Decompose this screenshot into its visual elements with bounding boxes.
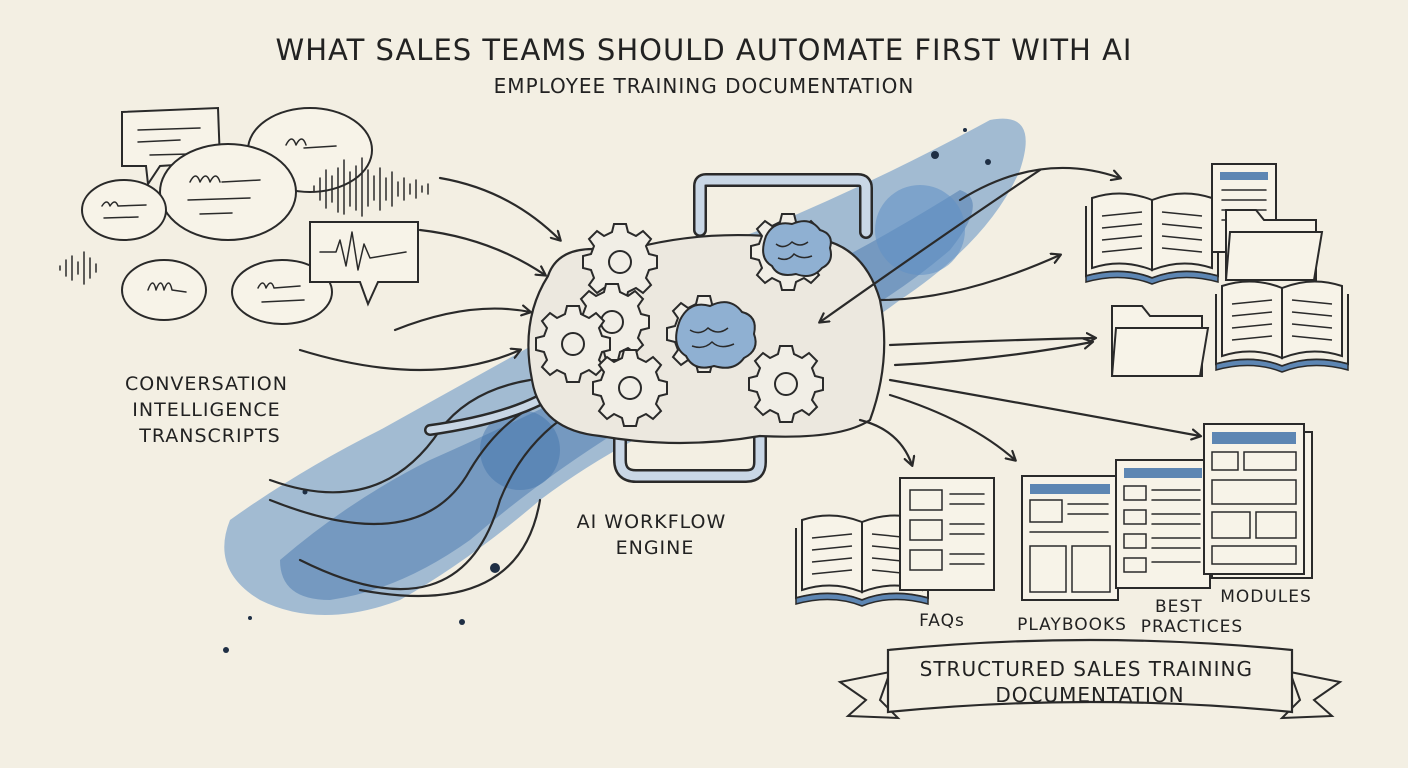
brain-icon <box>762 220 832 277</box>
output-label-faqs: FAQs <box>919 611 965 631</box>
folder-icon <box>1111 305 1209 377</box>
output-label-best-practices: BEST PRACTICES <box>1141 597 1243 637</box>
gear-icon <box>535 305 611 383</box>
input-label: CONVERSATION INTELLIGENCE TRANSCRIPTS <box>125 373 295 447</box>
output-icons-top <box>1085 163 1349 377</box>
document-icon <box>1203 423 1313 579</box>
open-book-icon <box>1085 192 1219 285</box>
ai-workflow-engine <box>424 173 886 483</box>
banner-text: STRUCTURED SALES TRAINING DOCUMENTATION <box>920 657 1261 707</box>
speech-bubble-icon <box>309 221 419 307</box>
speech-bubble-icon <box>81 179 167 241</box>
pipe-icon <box>424 173 873 483</box>
speech-bubble-icon <box>159 143 297 241</box>
engine-label: AI WORKFLOW ENGINE <box>577 511 734 559</box>
page-title: WHAT SALES TEAMS SHOULD AUTOMATE FIRST W… <box>276 33 1133 67</box>
document-icon <box>1021 475 1119 601</box>
conversation-inputs <box>59 106 429 325</box>
gear-icon <box>748 345 824 423</box>
ribbon-banner-icon <box>837 638 1343 720</box>
speech-bubble-icon <box>121 259 207 321</box>
output-label-modules: MODULES <box>1220 587 1312 607</box>
speech-bubble-icon <box>121 106 222 187</box>
output-arrows <box>820 166 1200 465</box>
page-subtitle: EMPLOYEE TRAINING DOCUMENTATION <box>494 74 915 98</box>
output-label-playbooks: PLAYBOOKS <box>1017 615 1127 635</box>
output-icons-bottom <box>795 423 1313 607</box>
document-icon <box>1115 459 1211 589</box>
document-icon <box>899 477 995 591</box>
gear-icon <box>592 349 668 427</box>
speech-bubble-icon <box>231 259 333 325</box>
open-book-icon <box>1215 280 1349 373</box>
brain-icon <box>675 301 757 369</box>
input-arrows <box>268 176 560 598</box>
folder-icon <box>1225 209 1323 281</box>
sound-wave-icon <box>59 157 429 285</box>
